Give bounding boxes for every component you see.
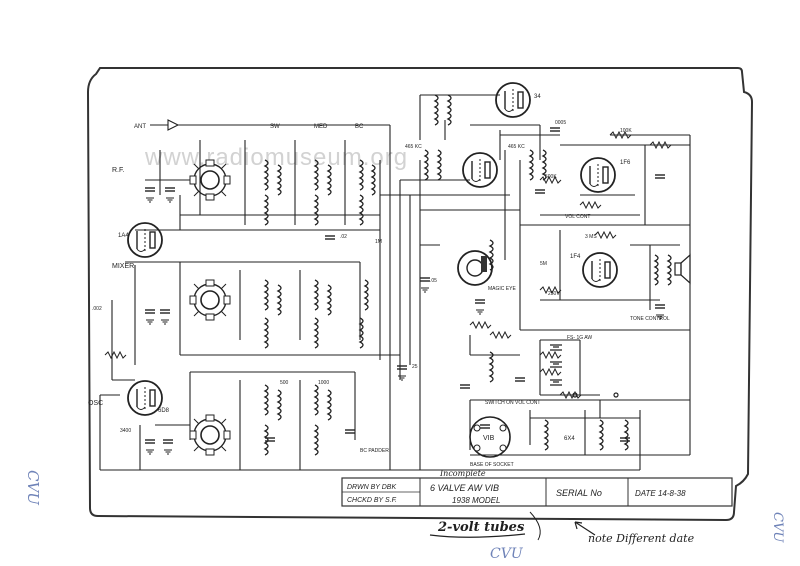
label-sw: SW (270, 124, 280, 130)
title-block: DRWN BY DBK CHCKD BY S.F. 6 VALVE AW VIB… (341, 477, 733, 507)
label-r-1m: 1M (375, 239, 382, 245)
tube-if (462, 152, 498, 188)
label-c-1000: 1000 (318, 380, 329, 386)
annotation-cvu-bottom: CVU (490, 546, 524, 562)
label-if-465a: 465 KC (405, 144, 422, 150)
label-r-100k: 100K (620, 128, 632, 134)
label-rf: R.F. (112, 167, 125, 174)
checked-by: CHCKD BY S.F. (347, 497, 397, 504)
label-r-5m: 5M (540, 261, 547, 267)
model-line-2: 1938 MODEL (452, 496, 500, 505)
label-magic-eye: MAGIC EYE (488, 286, 516, 292)
osc-coils (264, 384, 332, 456)
resistors (104, 131, 672, 399)
tube-osc (127, 380, 163, 416)
mixer-coils (264, 279, 369, 349)
vibrator-socket (469, 416, 511, 458)
label-med: MED (314, 124, 328, 130)
label-fs-batt: FS- 1G AW (567, 335, 592, 341)
label-bc-padder: BC PADDER (360, 448, 389, 454)
label-c-05: .05 (430, 278, 437, 284)
valve-label-osc: 6D8 (158, 408, 170, 414)
tube-rf (127, 222, 163, 258)
label-v-250: 250V (548, 291, 560, 297)
annotation-2-volt-underline (429, 533, 526, 538)
tube-detector (580, 157, 616, 193)
model-line-1: 6 VALVE AW VIB (430, 483, 499, 493)
handwritten-annotations: Incomplete 2-volt tubes note Different d… (24, 469, 785, 562)
label-tone-control: TONE CONTROL (630, 316, 670, 322)
annotation-2-volt: 2-volt tubes (437, 520, 525, 535)
annotation-bracket (529, 511, 541, 541)
annotation-incomplete: Incomplete (439, 469, 486, 478)
gang-capacitor-rf (189, 159, 231, 201)
valve-label-top: 34 (534, 94, 541, 100)
annotation-cvu-right: CVU (770, 512, 785, 543)
speaker-icon (674, 253, 691, 285)
label-vol-cont: VOL CONT (565, 214, 590, 220)
label-base-of-socket: BASE OF SOCKET (470, 462, 514, 468)
annotation-cvu-left: CVU (24, 470, 42, 506)
tube-output (582, 252, 618, 288)
label-c-02: .02 (340, 234, 347, 240)
valve-label-mixer: 1A4 (118, 233, 129, 239)
label-sw-3ms: 3 MS (585, 234, 597, 240)
if-transformers (424, 94, 672, 451)
label-c-002: .002 (92, 306, 102, 312)
label-r-500k: 500K (545, 174, 557, 180)
valve-label-out: 1F4 (570, 254, 581, 260)
gang-capacitor-osc (189, 414, 231, 456)
capacitors (144, 127, 666, 444)
tube-top (495, 82, 531, 118)
label-osc: OSC (88, 400, 103, 407)
annotation-arrow (574, 521, 596, 536)
serial-no: SERIAL No (556, 488, 602, 498)
date: DATE 14-8-38 (635, 489, 686, 498)
magic-eye-tube (457, 250, 493, 286)
label-c-25: 25 (412, 364, 418, 370)
wiring (99, 94, 691, 471)
valve-label-vib: VIB (483, 435, 495, 442)
label-if-465b: 465 KC (508, 144, 525, 150)
component-labels: 465 KC 465 KC MAGIC EYE VOL CONT TONE CO… (92, 120, 670, 468)
label-bc: BC (355, 124, 364, 130)
valve-label-rect: 6X4 (564, 436, 575, 442)
watermark-text: www.radiomuseum.org (144, 144, 408, 171)
label-ant: ANT (134, 124, 146, 130)
valve-label-det: 1F6 (620, 160, 631, 166)
label-switch-on-vol: SWITCH ON VOL CONT (485, 400, 540, 406)
valve-labels: 1A4 6D8 1F6 1F4 34 VIB 6X4 (118, 94, 631, 442)
gang-capacitor-mixer (189, 279, 231, 321)
label-c-500: 500 (280, 380, 289, 386)
sheet-border (86, 67, 754, 522)
section-labels: ANT R.F. MIXER OSC SW MED BC (88, 124, 364, 407)
battery-bank (550, 344, 619, 398)
annotation-note: note Different date (588, 532, 695, 545)
label-mixer: MIXER (112, 263, 134, 270)
label-c-0005: 0005 (555, 120, 566, 126)
drawn-by: DRWN BY DBK (347, 484, 396, 491)
label-c-3400: 3400 (120, 428, 131, 434)
